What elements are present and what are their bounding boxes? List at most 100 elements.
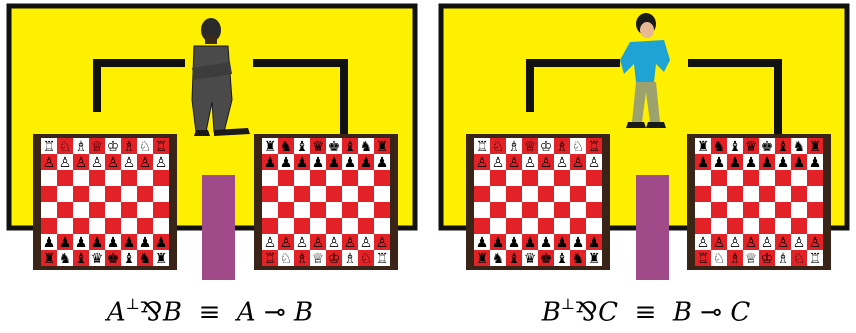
chess-piece: ♕: [312, 251, 325, 267]
chess-piece: ♛: [524, 251, 537, 267]
chess-piece: ♔: [328, 251, 341, 267]
board-square: [538, 202, 554, 218]
formula-caption-right: B⊥⅋C ≡ B ⊸ C: [541, 295, 751, 328]
board-square: [73, 186, 89, 202]
board-square: [89, 250, 105, 266]
board-square: [41, 170, 57, 186]
board-square: [538, 250, 554, 266]
board-square: [554, 218, 570, 234]
chess-piece: ♞: [713, 139, 726, 155]
chess-piece: ♜: [376, 139, 389, 155]
board-square: [522, 154, 538, 170]
board-square: [759, 170, 775, 186]
board-square: [310, 234, 326, 250]
board-square: [727, 138, 743, 154]
board-square: [278, 138, 294, 154]
chess-piece: ♕: [524, 139, 537, 155]
board-square: [310, 202, 326, 218]
board-square: [278, 202, 294, 218]
board-square: [775, 170, 791, 186]
board-square: [310, 218, 326, 234]
board-square: [89, 202, 105, 218]
board-square: [137, 138, 153, 154]
board-square: [262, 234, 278, 250]
chess-piece: ♛: [91, 251, 104, 267]
chess-piece: ♜: [809, 139, 822, 155]
board-square: [262, 250, 278, 266]
chess-piece: ♝: [296, 139, 309, 155]
board-square: [57, 234, 73, 250]
board-square: [374, 138, 390, 154]
board-square: [121, 234, 137, 250]
board-square: [358, 186, 374, 202]
board-square: [105, 138, 121, 154]
chess-piece: ♚: [761, 139, 774, 155]
chess-piece: ♙: [777, 235, 790, 251]
board-square: [137, 170, 153, 186]
board-square: [791, 170, 807, 186]
board-square: [121, 202, 137, 218]
panel-left: ♖♘♗♕♔♗♘♖♙♙♙♙♙♙♙♙♟♟♟♟♟♟♟♟♜♞♝♛♚♝♞♜ ♜♞♝♛♚♝♞…: [6, 3, 418, 280]
board-square: [374, 170, 390, 186]
board-square: [294, 202, 310, 218]
panel-right: ♖♘♗♕♔♗♘♖♙♙♙♙♙♙♙♙♟♟♟♟♟♟♟♟♜♞♝♛♚♝♞♜ ♜♞♝♛♚♝♞…: [438, 3, 850, 280]
board-square: [374, 154, 390, 170]
chess-piece: ♟: [729, 155, 742, 171]
chess-piece: ♙: [312, 235, 325, 251]
chess-piece: ♟: [540, 235, 553, 251]
board-square: [490, 154, 506, 170]
board-square: [743, 234, 759, 250]
board-square: [791, 250, 807, 266]
board-square: [153, 138, 169, 154]
chess-piece: ♖: [43, 139, 56, 155]
chess-piece: ♛: [745, 139, 758, 155]
board-square: [506, 170, 522, 186]
board-square: [358, 138, 374, 154]
board-square: [474, 170, 490, 186]
chess-piece: ♞: [139, 251, 152, 267]
board-square: [294, 170, 310, 186]
chess-piece: ♟: [264, 155, 277, 171]
board-square: [137, 250, 153, 266]
board-square: [538, 138, 554, 154]
chess-piece: ♗: [75, 139, 88, 155]
board-square: [775, 218, 791, 234]
chess-piece: ♟: [777, 155, 790, 171]
board-square: [358, 234, 374, 250]
board-square: [554, 170, 570, 186]
wall-bracket-right-b: [688, 59, 782, 134]
board-square: [807, 250, 823, 266]
chess-piece: ♟: [75, 235, 88, 251]
board-square: [153, 218, 169, 234]
chess-piece: ♙: [729, 235, 742, 251]
board-square: [791, 138, 807, 154]
chess-piece: ♗: [508, 139, 521, 155]
chess-piece: ♞: [492, 251, 505, 267]
board-square: [326, 170, 342, 186]
chess-piece: ♟: [107, 235, 120, 251]
board-square: [743, 154, 759, 170]
wall-bracket-left-a: [93, 59, 185, 112]
board-square: [57, 170, 73, 186]
board-square: [554, 186, 570, 202]
board-square: [153, 186, 169, 202]
board-square: [57, 250, 73, 266]
chess-piece: ♙: [107, 155, 120, 171]
board-square: [262, 218, 278, 234]
board-square: [490, 250, 506, 266]
chess-piece: ♞: [280, 139, 293, 155]
formula-caption-left: A⊥⅋B ≡ A ⊸ B: [106, 295, 314, 328]
board-square: [474, 138, 490, 154]
chess-piece: ♖: [697, 251, 710, 267]
chess-piece: ♙: [492, 155, 505, 171]
board-square: [294, 218, 310, 234]
chess-piece: ♙: [476, 155, 489, 171]
chess-piece: ♘: [793, 251, 806, 267]
chess-piece: ♙: [809, 235, 822, 251]
board-square: [759, 154, 775, 170]
board-square: [775, 186, 791, 202]
chess-piece: ♟: [59, 235, 72, 251]
board-square: [474, 250, 490, 266]
chess-piece: ♖: [376, 251, 389, 267]
chess-piece: ♙: [43, 155, 56, 171]
